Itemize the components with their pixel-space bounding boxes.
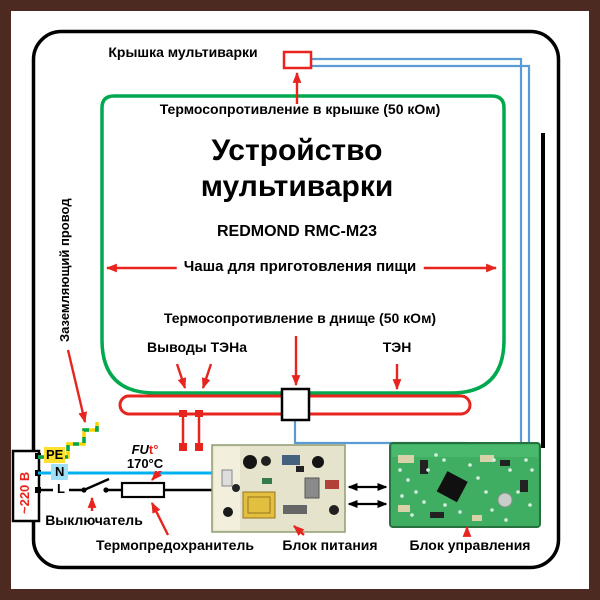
page-title: Устройство мультиварки: [201, 133, 394, 205]
fuse-t-mark: t°: [148, 442, 159, 457]
switch-contact: [103, 487, 109, 493]
thermal-fuse: [120, 481, 166, 499]
fuse-temp: 170°C: [126, 456, 164, 471]
bowl-outline: [100, 94, 506, 395]
switch-lever: [83, 477, 110, 492]
thermal-fuse-label: Термопредохранитель: [96, 537, 254, 553]
switch-contact: [81, 487, 87, 493]
title-line-2: мультиварки: [200, 170, 394, 203]
body-outline: [31, 29, 561, 570]
control-board: [389, 442, 541, 528]
model-label: REDMOND RMC-M23: [217, 223, 377, 240]
heater-terminal-leads: [179, 410, 203, 451]
voltage-label: ~220 В: [17, 471, 32, 514]
lid-sensor-label: Термосопротивление в крышке (50 кОм): [159, 101, 441, 117]
pe-wire-tag: PE: [44, 447, 66, 463]
ground-wire-label: Заземляющий провод: [57, 198, 72, 342]
fuse-ref: FU: [131, 442, 149, 457]
l-wire-tag: L: [53, 481, 69, 497]
heater-label: ТЭН: [382, 339, 412, 355]
control-unit-label: Блок управления: [409, 537, 531, 553]
bowl-label: Чаша для приготовления пищи: [176, 258, 424, 276]
title-line-1: Устройство: [211, 134, 383, 167]
bottom-temp-sensor: [280, 387, 311, 422]
lid-label: Крышка мультиварки: [108, 44, 258, 60]
lid-temp-sensor: [282, 50, 313, 70]
bottom-sensor-label: Термосопротивление в днище (50 кОм): [163, 310, 437, 326]
ground-wire: [38, 422, 99, 459]
power-supply-label: Блок питания: [282, 537, 378, 553]
power-supply-board: [211, 444, 346, 533]
switch-label: Выключатель: [45, 512, 143, 528]
board-link-arrows: [347, 483, 388, 508]
solder-points: [398, 453, 534, 522]
heater-leads-label: Выводы ТЭНа: [147, 339, 247, 355]
n-wire-tag: N: [51, 464, 69, 480]
fuse-rating-label: FUt° 170°C: [123, 442, 167, 471]
